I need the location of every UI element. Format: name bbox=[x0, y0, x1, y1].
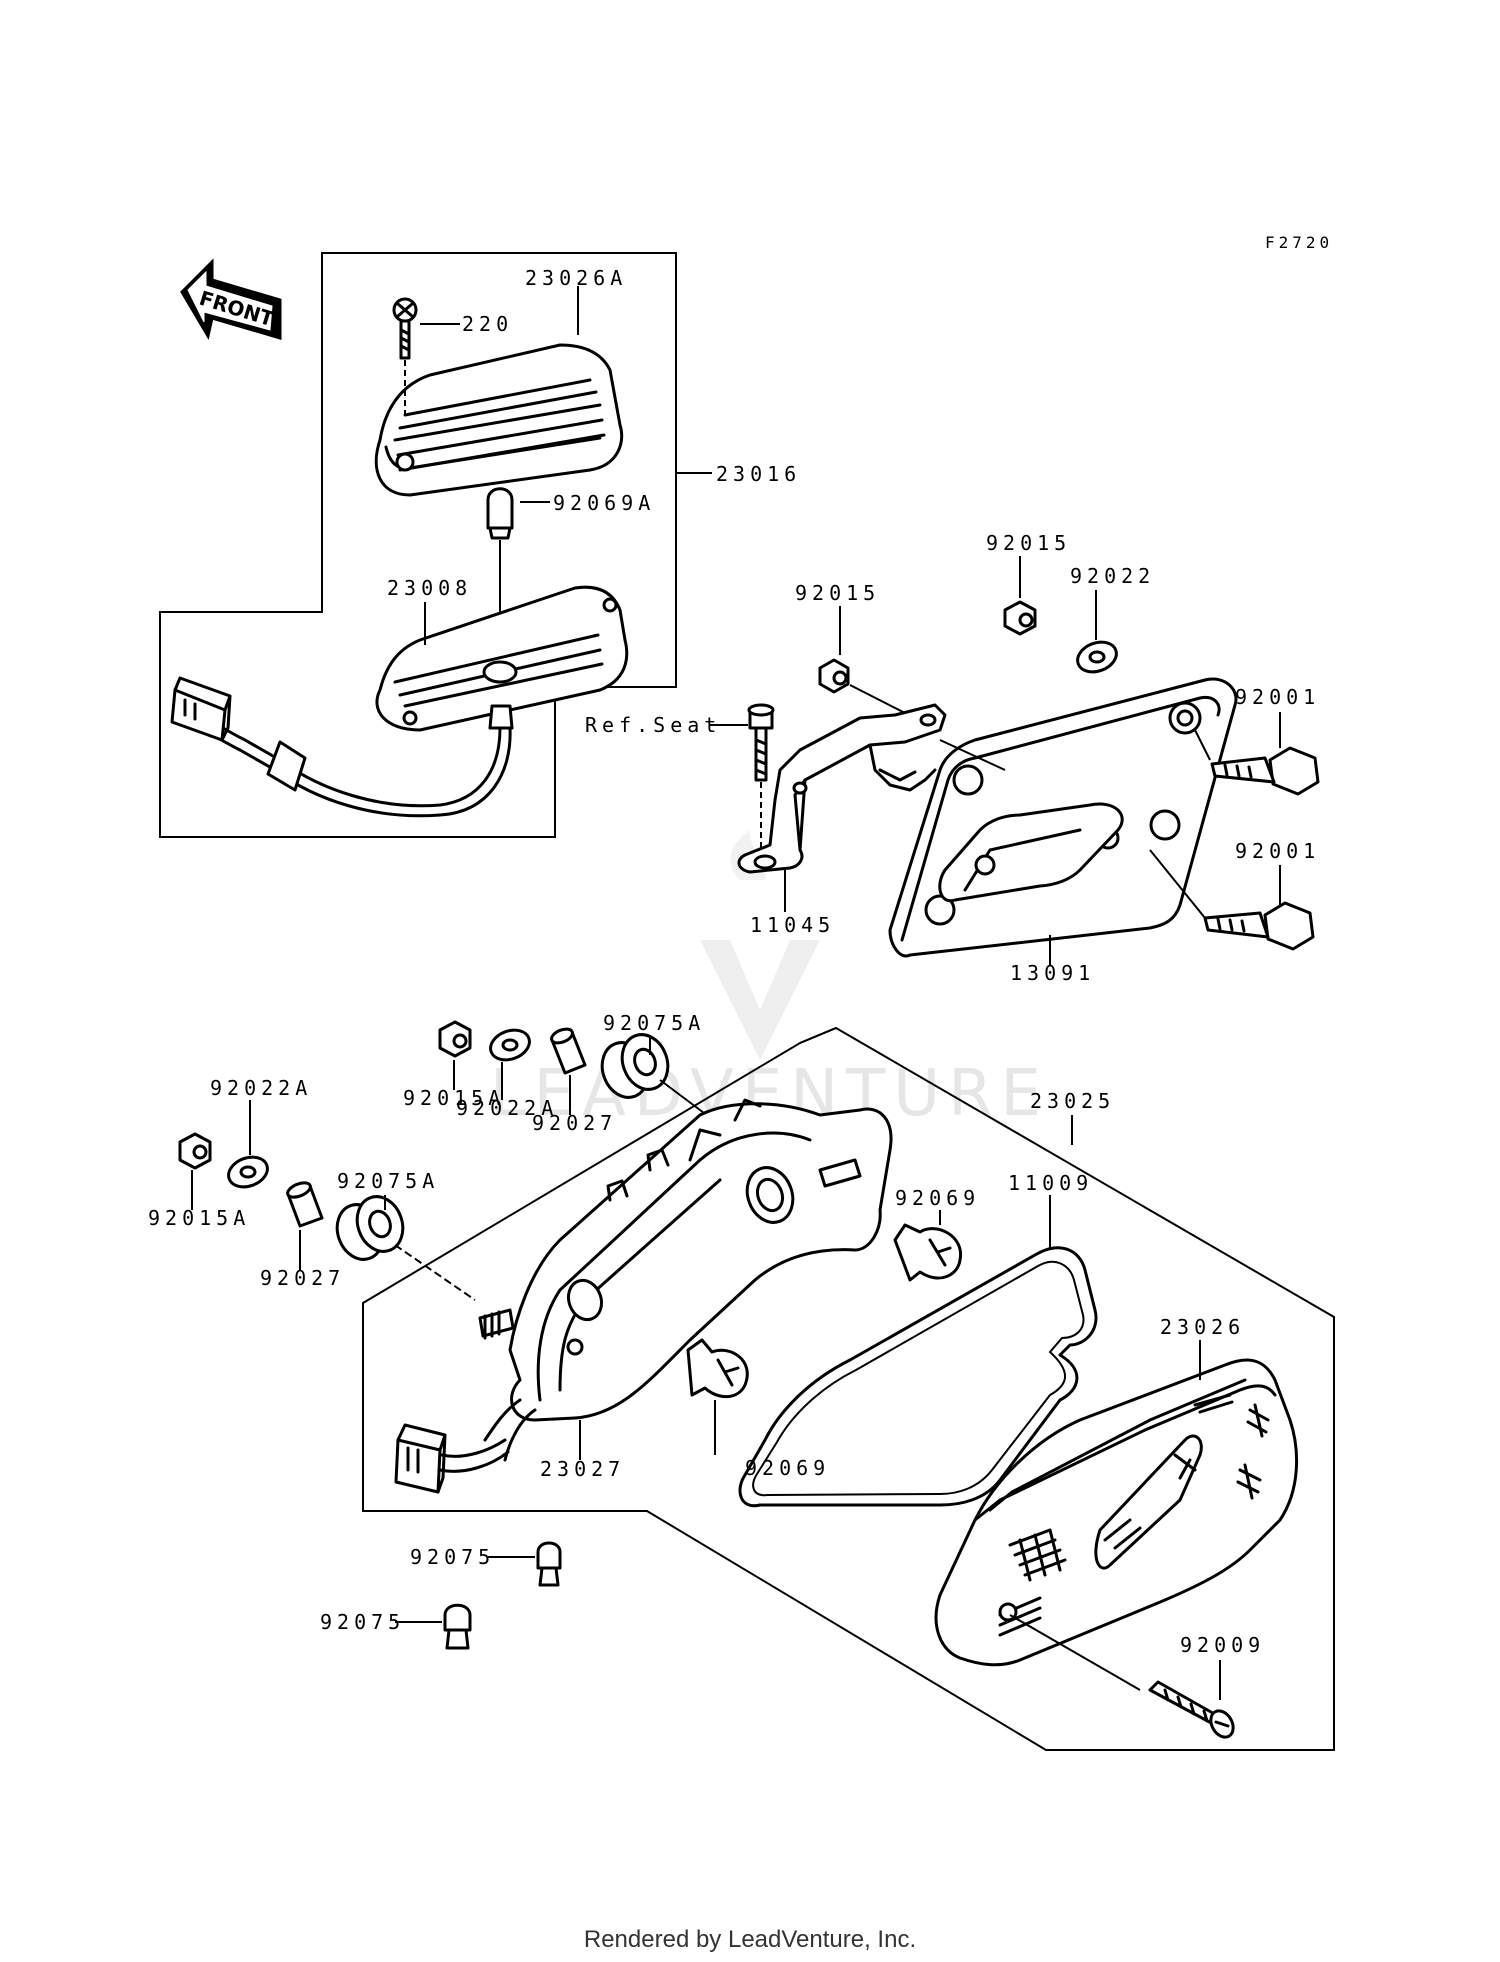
label-11009: 11009 bbox=[1008, 1171, 1093, 1195]
label-92009: 92009 bbox=[1180, 1633, 1265, 1657]
tail-lamp-assembly-frame bbox=[362, 1026, 1335, 1751]
label-92015-top: 92015 bbox=[986, 531, 1071, 555]
label-92022A-b: 92022A bbox=[210, 1076, 312, 1100]
grommet-92075-a bbox=[536, 1541, 562, 1587]
grommet-92075A-b bbox=[335, 1195, 476, 1301]
label-11045: 11045 bbox=[750, 913, 835, 937]
washer-92022 bbox=[1076, 640, 1118, 674]
figure-code: F2720 bbox=[1265, 233, 1333, 252]
label-92069-b: 92069 bbox=[745, 1456, 830, 1480]
washer-92022A-b bbox=[227, 1155, 269, 1189]
label-92001-b: 92001 bbox=[1235, 839, 1320, 863]
washer-92022A-a bbox=[489, 1028, 531, 1062]
label-92027-a: 92027 bbox=[532, 1111, 617, 1135]
label-220: 220 bbox=[462, 312, 513, 336]
grommet-92075-b bbox=[443, 1603, 472, 1650]
label-92022A-a: 92022A bbox=[456, 1096, 558, 1120]
bolt-92001-a bbox=[1194, 729, 1320, 796]
nut-92015A-b bbox=[178, 1132, 212, 1170]
label-23026A: 23026A bbox=[525, 266, 627, 290]
nut-92015A-a bbox=[438, 1020, 472, 1058]
spacer-92027-b bbox=[286, 1181, 324, 1228]
label-92001-a: 92001 bbox=[1235, 685, 1320, 709]
label-92069A: 92069A bbox=[553, 491, 655, 515]
label-92075A-b: 92075A bbox=[337, 1169, 439, 1193]
screw-220 bbox=[392, 297, 418, 420]
label-92075-b: 92075 bbox=[320, 1610, 405, 1634]
label-92027-b: 92027 bbox=[260, 1266, 345, 1290]
label-92022: 92022 bbox=[1070, 564, 1155, 588]
tail-lamp-lens bbox=[934, 1358, 1298, 1667]
bulb-92069-a bbox=[893, 1223, 962, 1282]
label-92015A-b: 92015A bbox=[148, 1206, 250, 1230]
bolt-92001-b bbox=[1149, 849, 1315, 951]
label-92069-a: 92069 bbox=[895, 1186, 980, 1210]
bolt-ref-seat bbox=[747, 703, 775, 850]
license-lamp-base bbox=[375, 585, 629, 732]
license-lamp-assembly-frame bbox=[159, 252, 677, 838]
label-92075A-a: 92075A bbox=[603, 1011, 705, 1035]
grommet-92075A-a bbox=[600, 1033, 721, 1126]
label-23008: 23008 bbox=[387, 576, 472, 600]
tail-lamp-housing bbox=[394, 1098, 893, 1494]
bracket-11045 bbox=[737, 703, 947, 874]
license-lamp-wire bbox=[170, 676, 512, 818]
bulb-92069-b bbox=[686, 1338, 749, 1455]
label-23026: 23026 bbox=[1160, 1315, 1245, 1339]
label-13091: 13091 bbox=[1010, 961, 1095, 985]
nut-92015-top bbox=[1003, 600, 1037, 636]
label-92075-a: 92075 bbox=[410, 1545, 495, 1569]
label-23016: 23016 bbox=[716, 462, 801, 486]
plate-13091 bbox=[888, 677, 1238, 958]
label-92015-mid: 92015 bbox=[795, 581, 880, 605]
callout-leaders bbox=[191, 286, 1281, 1700]
callout-labels: 23026A 220 23016 92069A 23008 92015 9201… bbox=[148, 266, 1320, 1657]
screw-92009 bbox=[1009, 1614, 1235, 1739]
label-ref-seat: Ref.Seat bbox=[585, 713, 721, 737]
spacer-92027-a bbox=[550, 1027, 587, 1075]
front-arrow-icon: FRONT bbox=[180, 258, 282, 341]
nut-92015-mid bbox=[818, 658, 906, 714]
label-23025: 23025 bbox=[1030, 1089, 1115, 1113]
license-lamp-lens bbox=[374, 343, 624, 497]
label-92015A-a: 92015A bbox=[403, 1086, 505, 1110]
label-23027: 23027 bbox=[540, 1457, 625, 1481]
footer-credit: Rendered by LeadVenture, Inc. bbox=[583, 1926, 917, 1953]
